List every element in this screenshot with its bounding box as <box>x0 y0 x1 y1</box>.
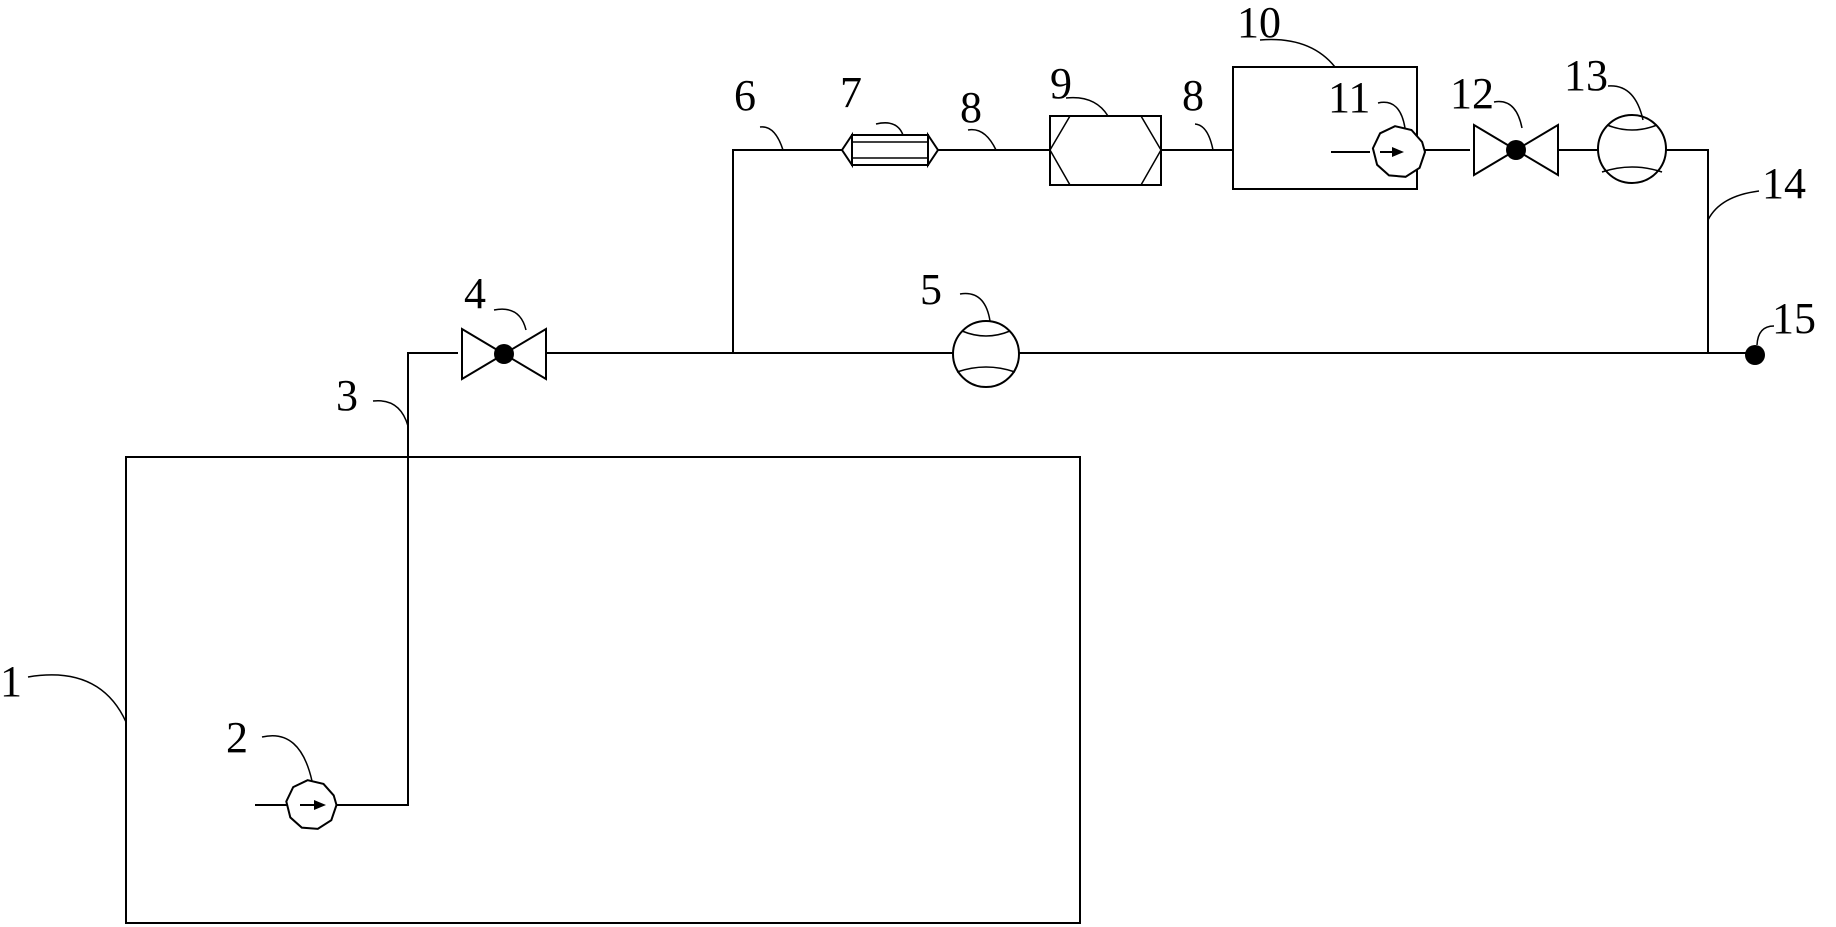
label-11: 11 <box>1328 73 1370 122</box>
label-1: 1 <box>0 657 22 706</box>
label-13: 13 <box>1564 51 1608 100</box>
leader-lines <box>27 38 1775 782</box>
filter-7 <box>840 131 940 169</box>
outlet-15 <box>1745 345 1765 365</box>
tank-box <box>125 456 1081 924</box>
pipe-14 <box>1666 149 1709 353</box>
label-8a: 8 <box>960 83 982 132</box>
label-6: 6 <box>734 71 756 120</box>
label-12: 12 <box>1450 69 1494 118</box>
valve-12 <box>1473 123 1559 177</box>
flowmeter-13 <box>1597 114 1667 184</box>
pipe-3 <box>336 352 458 806</box>
label-2: 2 <box>226 713 248 762</box>
label-5: 5 <box>920 265 942 314</box>
flowmeter-5 <box>952 320 1020 388</box>
pump-11 <box>1331 125 1427 178</box>
valve-4 <box>461 327 547 381</box>
pump-2 <box>255 779 338 830</box>
label-15: 15 <box>1772 294 1816 343</box>
label-3: 3 <box>336 371 358 420</box>
pipe-6 <box>732 149 842 353</box>
label-9: 9 <box>1050 59 1072 108</box>
label-8b: 8 <box>1182 71 1204 120</box>
label-10: 10 <box>1237 0 1281 47</box>
component-9 <box>1049 115 1162 186</box>
label-7: 7 <box>840 68 862 117</box>
box-10 <box>1232 66 1418 190</box>
label-4: 4 <box>464 269 486 318</box>
label-14: 14 <box>1762 159 1806 208</box>
